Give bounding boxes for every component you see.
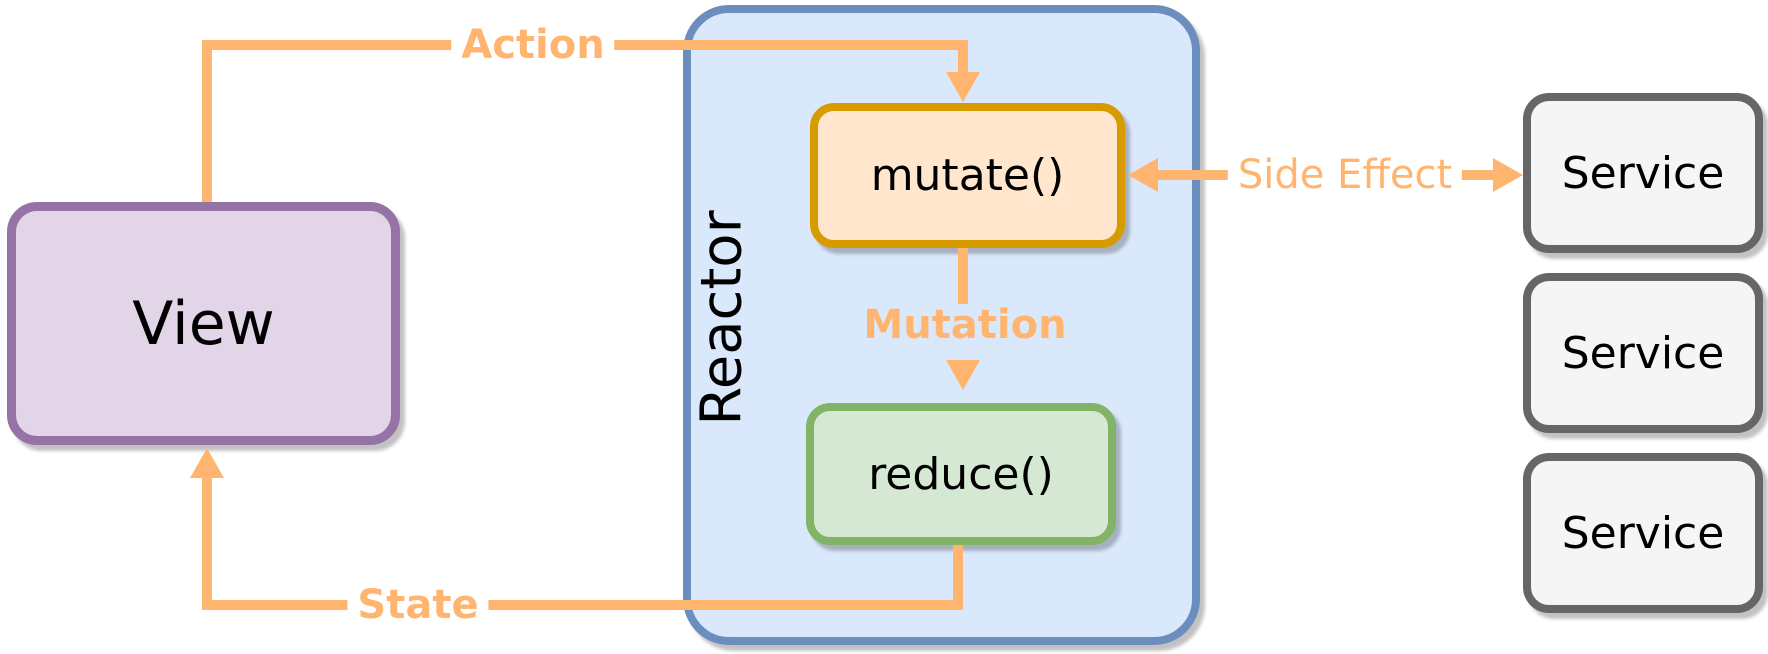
state-edge-segment — [953, 545, 963, 610]
service-label: Service — [1561, 147, 1725, 199]
view-label: View — [132, 288, 275, 359]
service-node: Service — [1523, 453, 1763, 613]
action-edge-label: Action — [451, 22, 615, 68]
mutation-edge-label: Mutation — [863, 302, 1067, 348]
mutation-arrowhead — [946, 360, 980, 390]
state-edge-segment — [202, 476, 212, 610]
service-node: Service — [1523, 273, 1763, 433]
action-edge-segment — [202, 40, 212, 202]
state-edge-label: State — [347, 582, 489, 628]
mutation-edge-segment — [958, 248, 968, 304]
view-node: View — [7, 202, 400, 445]
action-arrowhead — [946, 72, 980, 102]
reactor-label: Reactor — [689, 210, 755, 426]
action-edge-segment — [958, 40, 968, 74]
side-effect-arrowhead-right — [1493, 158, 1523, 192]
state-edge-segment — [202, 600, 963, 610]
service-label: Service — [1561, 507, 1725, 559]
reduce-label: reduce() — [868, 448, 1054, 500]
side-effect-arrowhead-left — [1128, 158, 1158, 192]
side-effect-edge-label: Side Effect — [1227, 152, 1463, 198]
state-arrowhead — [190, 448, 224, 478]
mutate-node: mutate() — [810, 103, 1125, 248]
mutate-label: mutate() — [870, 150, 1065, 201]
reduce-node: reduce() — [806, 403, 1116, 545]
service-node: Service — [1523, 93, 1763, 253]
service-label: Service — [1561, 327, 1725, 379]
